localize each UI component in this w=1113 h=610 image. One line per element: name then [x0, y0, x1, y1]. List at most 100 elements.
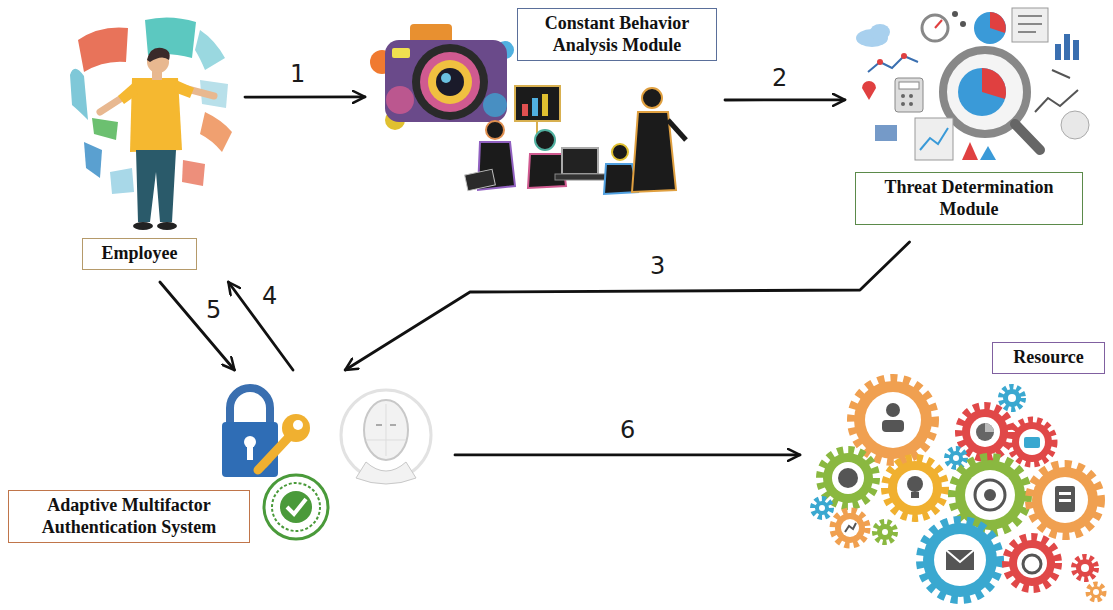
gears-illustration — [959, 406, 1011, 458]
analytics-illustration — [952, 11, 958, 17]
analytics-illustration — [935, 20, 942, 28]
step-number: 4 — [262, 282, 277, 310]
camera-illustration — [428, 60, 472, 104]
analytics-illustration — [922, 15, 948, 41]
employee-illustration — [182, 160, 205, 186]
analysts-illustration — [532, 98, 538, 116]
gears-illustration — [949, 451, 963, 465]
gears-illustration — [952, 457, 1028, 533]
analytics-illustration — [901, 94, 905, 98]
gears-illustration — [1032, 467, 1098, 533]
gears-illustration — [1088, 584, 1104, 600]
face-scan-icon — [376, 424, 382, 426]
node-region: Resource — [800, 337, 1109, 605]
step-number: 1 — [290, 60, 305, 88]
gears-illustration — [962, 409, 1008, 455]
node-region: Employee — [60, 10, 245, 282]
approval-stamp — [264, 475, 328, 539]
gears-illustration — [886, 403, 900, 417]
gears-illustration — [907, 476, 923, 492]
analysts-illustration — [555, 174, 605, 180]
camera-illustration — [436, 68, 464, 96]
gears-illustration — [947, 449, 965, 467]
approval-stamp — [280, 491, 312, 523]
gears-illustration — [1010, 420, 1054, 464]
step-number: 5 — [206, 296, 221, 324]
analysts-illustration — [515, 86, 560, 121]
analytics-illustration — [901, 102, 905, 106]
analytics-illustration — [870, 24, 890, 40]
analytics-illustration — [962, 142, 978, 160]
analysts-illustration — [612, 144, 628, 160]
camera-illustration — [392, 48, 410, 58]
analysts-illustration — [465, 86, 686, 194]
analytics-illustration — [974, 12, 1006, 44]
analytics-illustration — [856, 8, 1089, 160]
face-scan-icon — [341, 390, 431, 484]
gears-illustration — [923, 523, 997, 597]
analytics-illustration — [1018, 31, 1036, 33]
gears-illustration — [965, 470, 1015, 520]
analytics-illustration — [862, 81, 876, 100]
module-label: Resource — [992, 342, 1105, 374]
analytics-illustration — [899, 82, 919, 89]
analytics-illustration — [909, 94, 913, 98]
lock-key-icon — [282, 414, 310, 442]
gears-illustration — [1012, 422, 1052, 462]
flow-arrow — [228, 282, 293, 370]
analysts-illustration — [486, 121, 504, 139]
analysts-illustration — [465, 169, 496, 190]
gears-illustration — [875, 522, 895, 542]
module-label: Constant Behavior Analysis Module — [517, 8, 717, 61]
analysts-illustration — [535, 130, 555, 150]
gears-illustration — [934, 534, 986, 586]
analytics-illustration — [1035, 90, 1078, 112]
employee-illustration — [118, 82, 138, 104]
approval-stamp — [287, 499, 306, 514]
gears-illustration — [835, 513, 865, 543]
step-number: 2 — [772, 64, 787, 92]
analytics-illustration — [1015, 124, 1040, 150]
gears-illustration — [1055, 486, 1075, 512]
step-number: 3 — [650, 252, 665, 280]
gears-illustration — [1003, 389, 1021, 407]
lock-key-icon — [260, 456, 271, 467]
face-scan-icon — [364, 400, 408, 460]
employee-illustration — [84, 142, 102, 178]
step-number-holder: 1 — [290, 62, 305, 86]
analytics-illustration — [877, 59, 883, 65]
analytics-illustration — [915, 118, 953, 160]
lock-key-icon — [222, 422, 278, 477]
gears-illustration — [813, 499, 831, 517]
analytics-illustration — [1018, 15, 1042, 17]
analytics-illustration — [980, 146, 996, 160]
lock-key-icon — [222, 388, 310, 477]
employee-illustration — [136, 150, 176, 222]
connector-group — [160, 97, 910, 455]
analytics-illustration — [901, 53, 907, 59]
gears-illustration — [845, 523, 856, 532]
gears-illustration — [1001, 387, 1023, 409]
employee-illustration — [70, 69, 88, 120]
gears-illustration — [985, 423, 994, 432]
gears-illustration — [1059, 499, 1071, 502]
analytics-illustration — [990, 12, 1006, 33]
analytics-illustration — [920, 128, 948, 150]
gears-illustration — [1019, 429, 1045, 455]
analytics-illustration — [1061, 111, 1089, 139]
employee-illustration — [130, 78, 182, 152]
gears-illustration — [976, 423, 994, 441]
gears-illustration — [897, 470, 933, 506]
gears-illustration — [920, 520, 1000, 600]
face-scan-icon — [366, 440, 406, 441]
gears-illustration — [865, 392, 921, 448]
gears-illustration — [1006, 537, 1058, 589]
gears-illustration — [1008, 394, 1016, 402]
analytics-illustration — [1064, 34, 1070, 60]
flow-arrow — [345, 242, 909, 370]
step-number-holder: 6 — [620, 418, 635, 442]
gears-illustration — [1074, 557, 1096, 579]
analysts-illustration — [642, 88, 662, 108]
employee-illustration — [200, 112, 232, 152]
lock-key-icon — [258, 438, 288, 470]
